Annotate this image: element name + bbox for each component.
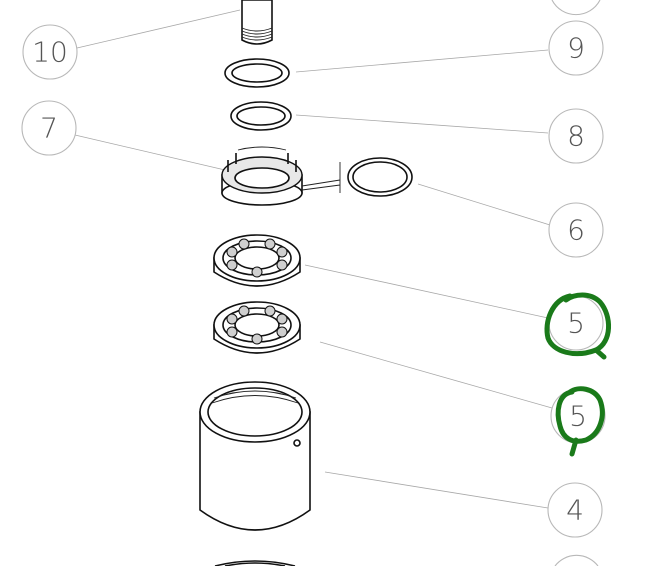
part-6-washer [347,157,413,197]
part-10-threaded-pipe [241,0,273,45]
leader-4 [324,471,549,509]
leader-5a [304,264,549,319]
leader-6 [417,183,551,226]
callout-partial-bottom [554,554,599,566]
callout-10-label: 10 [32,36,68,69]
leader-9 [295,49,549,73]
leader-lines [74,9,553,509]
green-tail-mark-lower [569,437,579,457]
part-bottom-partial [214,560,296,566]
callout-5-upper-label: 5 [567,307,585,340]
callout-9: 9 [548,20,604,76]
callout-7: 7 [21,100,77,156]
part-9-ring [224,58,290,88]
leader-10 [76,9,241,49]
part-4-housing [199,381,311,531]
callout-4-label: 4 [566,494,584,527]
part-7-slotted-nut [221,146,341,206]
green-circle-mark-lower [555,386,605,444]
callout-5-lower-label: 5 [569,400,587,433]
leader-5b [319,341,553,409]
part-5-upper-bearing [213,234,301,287]
callout-8: 8 [548,108,604,164]
callout-partial-top [551,0,601,16]
leader-8 [295,114,549,134]
green-annotation-marks [544,292,611,457]
callout-10: 10 [22,24,78,80]
callout-4: 4 [547,482,603,538]
part-5-lower-bearing [213,301,301,354]
callout-6-label: 6 [567,214,585,247]
callout-8-label: 8 [567,120,585,153]
callout-5-lower: 5 [550,388,606,444]
leader-7 [74,134,226,171]
green-tail-mark-upper [593,347,607,360]
callout-9-label: 9 [567,32,585,65]
callout-7-label: 7 [40,112,58,145]
callout-6: 6 [548,202,604,258]
part-8-ring [230,101,292,131]
